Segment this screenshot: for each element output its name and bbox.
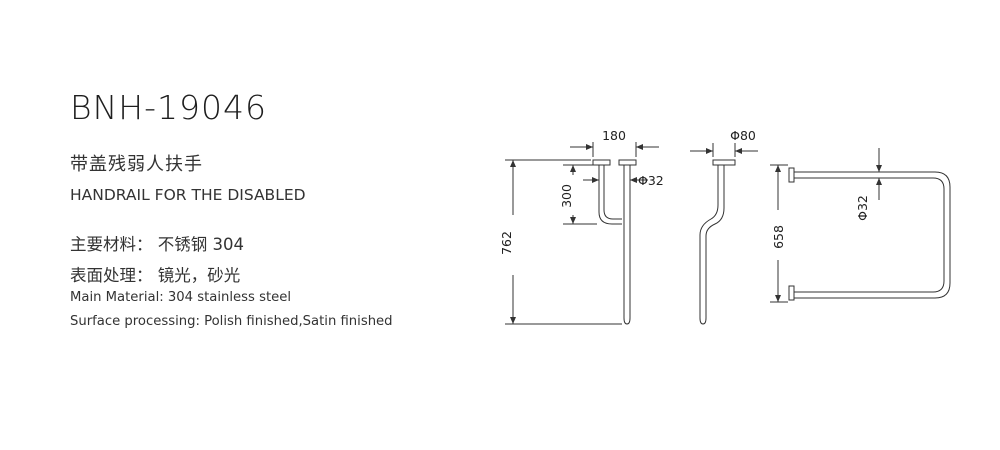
model-number: BNH-19046 [70,88,267,127]
flange-top-upper [788,167,795,183]
pipe-left-outer [598,165,622,225]
flange-side [712,159,736,166]
material-cn: 主要材料： 不锈钢 304 [70,235,244,254]
dim-total-height: 762 [499,231,514,255]
dim-flange-diameter: Φ80 [730,128,756,143]
surface-en: Surface processing: Polish finished,Sati… [70,314,393,329]
pipe-left-inner [603,165,622,220]
rail-inner [794,177,945,293]
side-view [690,143,758,325]
flange-top-lower [788,285,795,301]
dim-front-width: 180 [602,128,626,143]
dim-top-diameter: Φ32 [855,195,870,221]
dim-front-diameter: Φ32 [638,173,664,188]
dim-top-length: 658 [771,225,786,249]
flange-right [618,159,637,166]
surface-cn: 表面处理： 镜光，砂光 [70,266,241,285]
material-en: Main Material: 304 stainless steel [70,290,292,305]
pipe-right [623,165,631,325]
product-name-en: HANDRAIL FOR THE DISABLED [70,186,306,204]
pipe-side [699,165,725,325]
top-view [770,148,951,303]
front-view [505,142,659,325]
flange-left [592,159,611,166]
product-name-cn: 带盖残弱人扶手 [70,154,203,175]
dim-upper-height: 300 [559,184,574,208]
rail-outer [794,171,951,299]
